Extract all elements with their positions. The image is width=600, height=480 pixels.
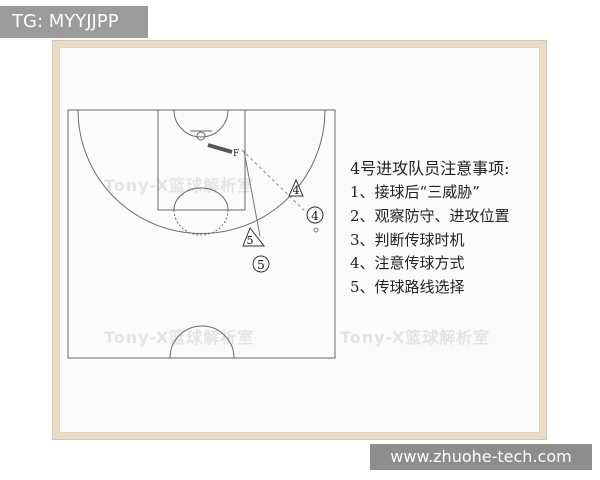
offense-5-label: 5 — [257, 258, 265, 272]
cut-line — [243, 150, 261, 237]
offense-5-circle — [252, 255, 270, 273]
notes-panel: 4号进攻队员注意事项: 1、接球后“三威胁” 2、观察防守、进攻位置 3、判断传… — [350, 158, 510, 300]
offense-4-circle — [306, 206, 324, 224]
defender-5: 5 — [242, 226, 266, 247]
defender-4-label: 4 — [293, 184, 300, 197]
note-item-5: 5、传球路线选择 — [350, 278, 465, 297]
defender-4-triangle — [288, 178, 304, 197]
watermark-2: Tony-X篮球解析室 — [104, 328, 255, 347]
ball-marker — [313, 227, 319, 233]
note-item-4: 4、注意传球方式 — [350, 254, 465, 273]
frame-canvas — [59, 47, 540, 433]
offense-5: 5 — [252, 255, 270, 273]
free-throw-circle-lower — [173, 209, 229, 236]
defender-5-triangle — [242, 226, 266, 247]
offense-4-label: 4 — [311, 209, 319, 223]
rim — [196, 131, 206, 141]
note-item-3: 3、判断传球时机 — [350, 230, 465, 249]
note-item-2: 2、观察防守、进攻位置 — [350, 206, 510, 225]
offense-4: 4 — [306, 206, 324, 233]
channel-tag: TG: MYYJJPP — [0, 6, 148, 38]
key-area — [157, 109, 246, 211]
watermark-3: Tony-X篮球解析室 — [340, 328, 491, 347]
restricted-arc — [173, 109, 229, 138]
free-throw-circle-upper — [173, 187, 229, 211]
note-item-1: 1、接球后“三威胁” — [350, 183, 480, 201]
three-point-arc — [77, 109, 326, 234]
ball-handler-arrow — [207, 143, 233, 154]
center-circle — [169, 325, 235, 359]
notes-title: 4号进攻队员注意事项: — [350, 159, 510, 178]
site-url-tag: www.zhuohe-tech.com — [370, 444, 592, 470]
defender-5-label: 5 — [247, 234, 254, 247]
defender-4: 4 — [288, 178, 304, 197]
player-f-marker: F — [233, 149, 239, 159]
picture-frame — [52, 40, 547, 440]
watermark-1: Tony-X篮球解析室 — [104, 176, 255, 195]
passing-lane — [241, 149, 313, 219]
